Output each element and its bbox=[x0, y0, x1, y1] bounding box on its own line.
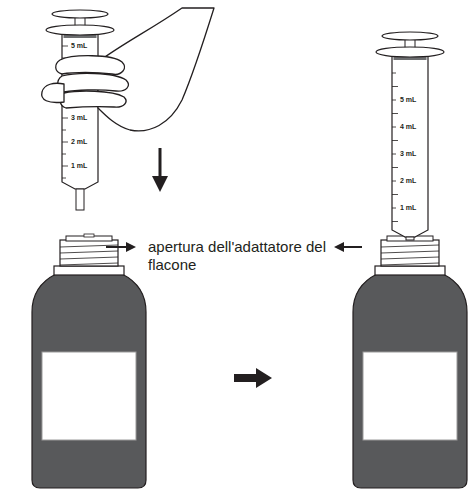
volume-mark: 2 mL bbox=[400, 177, 416, 185]
volume-mark: 3 mL bbox=[400, 150, 416, 158]
volume-mark: 4 mL bbox=[400, 123, 416, 131]
volume-mark: 3 mL bbox=[71, 114, 87, 122]
bottle bbox=[32, 234, 146, 488]
volume-mark: 1 mL bbox=[400, 204, 416, 212]
hand bbox=[42, 8, 214, 131]
volume-mark: 5 mL bbox=[71, 42, 87, 50]
volume-mark: 1 mL bbox=[71, 162, 87, 170]
leader-arrow bbox=[106, 246, 128, 248]
callout-text: apertura dell'adattatore del flacone bbox=[148, 238, 329, 274]
down-arrow bbox=[159, 148, 162, 178]
next-step-arrow bbox=[234, 368, 272, 388]
volume-mark: 2 mL bbox=[71, 138, 87, 146]
bottle bbox=[353, 234, 467, 488]
oral-syringe bbox=[376, 32, 444, 240]
down-arrow-head bbox=[152, 176, 168, 192]
leader-arrow bbox=[342, 246, 362, 248]
leader-arrow-head bbox=[334, 242, 344, 252]
leader-arrow-head bbox=[126, 242, 136, 252]
volume-mark: 5 mL bbox=[400, 96, 416, 104]
